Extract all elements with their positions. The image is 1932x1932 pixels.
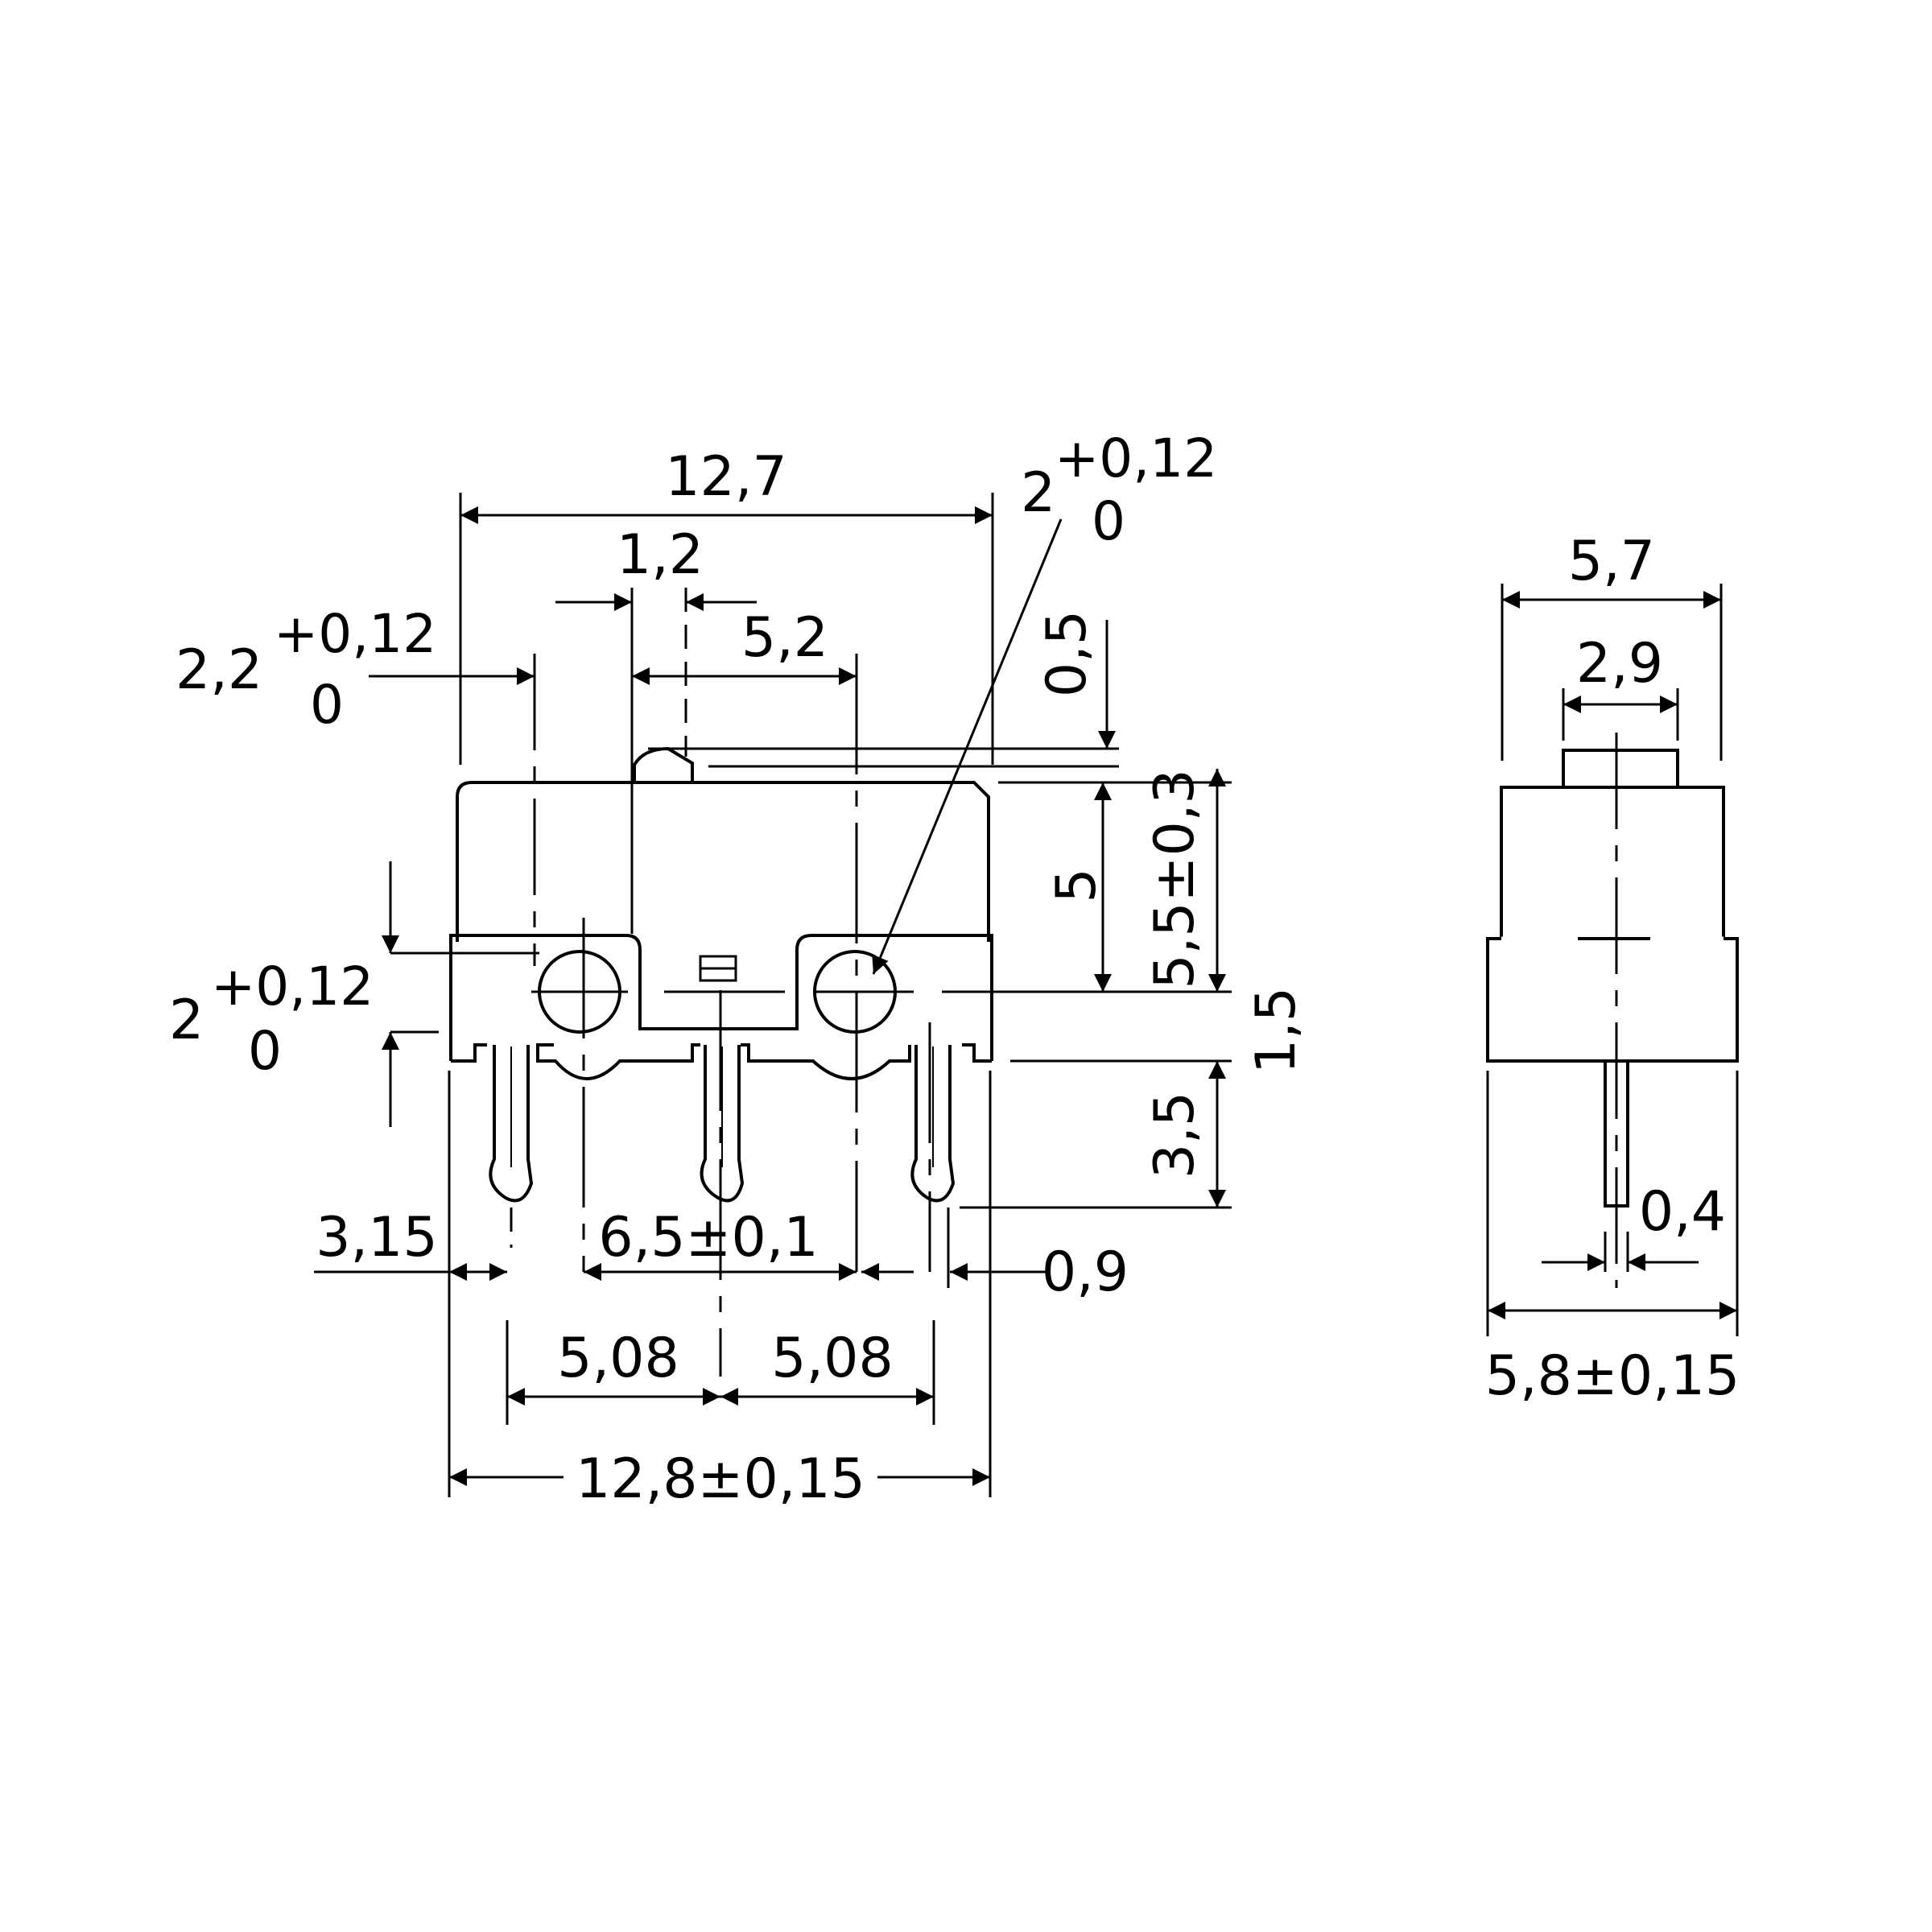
label-plunger-width: 2,9 [1576, 632, 1663, 696]
label-hole-to-bottom: 1,5 [1245, 987, 1308, 1074]
body-lower-outline [449, 934, 993, 1061]
leader-hole-right [872, 518, 1063, 975]
label-pin-length: 3,5 [1143, 1092, 1207, 1179]
side-plunger [1562, 749, 1679, 789]
front-dimension-lines [314, 506, 1226, 1486]
label-hole-left-lower: 0 [310, 674, 344, 736]
label-hole-left-upper: +0,12 [274, 603, 436, 665]
pin-right [910, 1045, 956, 1203]
side-view [1486, 749, 1739, 1208]
label-pin-thickness: 0,4 [1639, 1180, 1726, 1244]
front-labels: 12,7 1,2 5,2 2,2 +0,12 0 2 +0,12 0 2 +0,… [169, 427, 1308, 1511]
label-hole-left-base: 2,2 [175, 638, 262, 702]
label-body-height: 5,5±0,3 [1143, 769, 1207, 989]
label-body-to-hole: 5 [1045, 868, 1108, 902]
side-lower-body [1486, 937, 1739, 1063]
label-hole-right-base: 2 [1021, 461, 1055, 525]
side-upper-body [1500, 786, 1725, 940]
front-extension-lines [390, 493, 1232, 1497]
label-hole-height-upper: +0,12 [211, 956, 374, 1018]
label-pin-pitch-1: 5,08 [557, 1327, 679, 1390]
label-lever-width: 1,2 [617, 523, 704, 587]
label-pin-pitch-2: 5,08 [771, 1327, 893, 1390]
label-lever-height: 0,5 [1035, 610, 1099, 697]
label-hole-right-upper: +0,12 [1055, 427, 1217, 489]
label-hole-spacing: 6,5±0,1 [598, 1206, 818, 1269]
pin-middle [700, 1045, 745, 1203]
body-bottom-edge [451, 1043, 992, 1080]
label-hole-right-lower: 0 [1092, 490, 1125, 552]
label-hole-height-lower: 0 [248, 1020, 282, 1082]
label-hole-to-lever: 5,2 [741, 606, 828, 670]
side-dimension-lines [1488, 591, 1737, 1319]
pin-left [489, 1045, 534, 1203]
front-view [449, 746, 1119, 1203]
label-right-offset: 0,9 [1042, 1241, 1129, 1304]
label-overall-length: 12,7 [665, 445, 786, 509]
lever [633, 746, 694, 782]
label-hole-height-base: 2 [169, 989, 204, 1052]
body-upper-outline [456, 781, 990, 942]
side-labels: 5,7 2,9 0,4 5,8±0,15 [1485, 530, 1740, 1408]
label-left-offset: 3,15 [316, 1206, 437, 1269]
label-base-width: 5,8±0,15 [1485, 1344, 1740, 1408]
label-body-length: 12,8±0,15 [576, 1447, 865, 1511]
label-top-width: 5,7 [1568, 530, 1655, 593]
